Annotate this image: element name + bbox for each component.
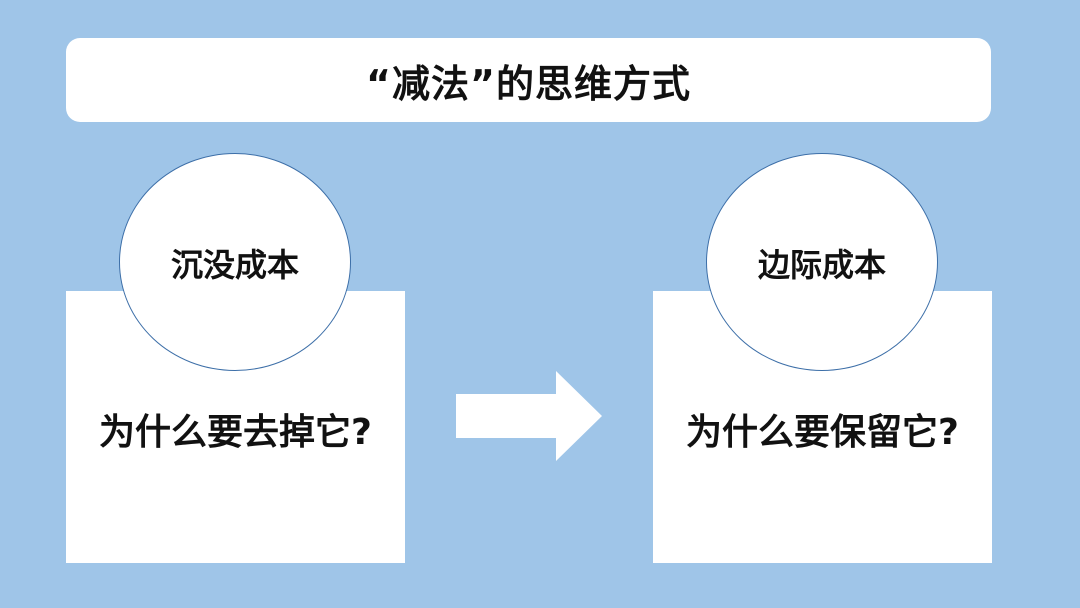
arrow-shape xyxy=(456,371,602,461)
title-banner: “减法”的思维方式 xyxy=(66,38,991,122)
left-question: 为什么要去掉它? xyxy=(99,412,372,453)
right-circle: 边际成本 xyxy=(706,153,938,371)
right-circle-label: 边际成本 xyxy=(757,246,886,284)
left-circle: 沉没成本 xyxy=(119,153,351,371)
right-question: 为什么要保留它? xyxy=(686,412,959,453)
page-title: “减法”的思维方式 xyxy=(366,61,691,106)
right-arrow-icon xyxy=(456,371,602,461)
left-circle-label: 沉没成本 xyxy=(170,246,299,284)
